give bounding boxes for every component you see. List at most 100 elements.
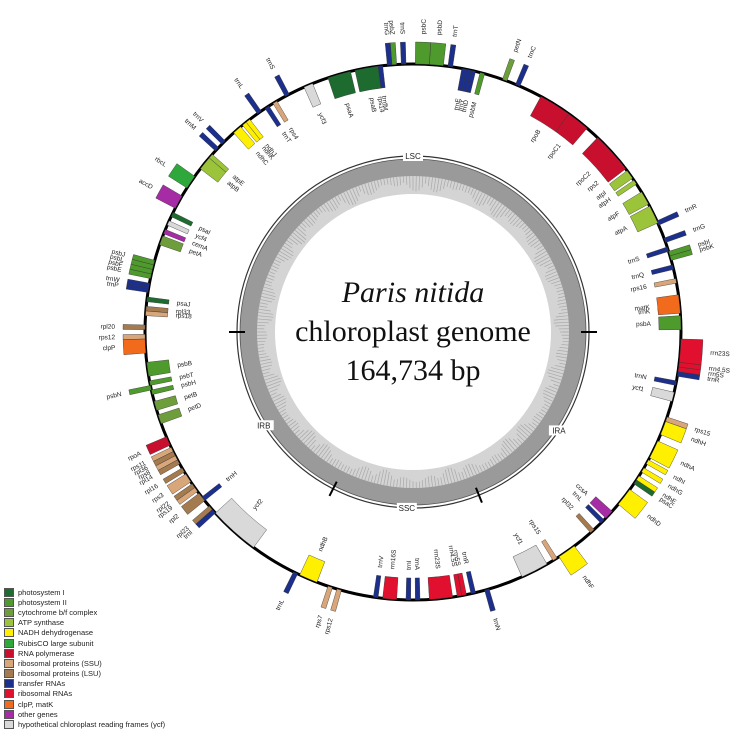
gc-spike [478, 465, 483, 472]
gene-block-petN [502, 58, 515, 82]
gc-spike [290, 234, 303, 245]
gc-spike [261, 368, 271, 372]
region-label-bg [253, 420, 274, 431]
gene-label-rps14: rps14 [376, 96, 385, 113]
legend-swatch [4, 658, 14, 668]
gene-label-rps15: rps15 [527, 518, 542, 536]
gene-block-trnR [656, 211, 680, 226]
legend-label: RNA polymerase [18, 648, 75, 658]
legend-label: photosystem I [18, 587, 65, 597]
gene-label-trnW: trnW [105, 275, 121, 284]
gene-label-petN: petN [512, 38, 523, 54]
gene-block-trnV [205, 124, 226, 145]
gene-block-rpl14 [157, 459, 181, 476]
gc-spike [475, 464, 480, 474]
gc-spike [301, 430, 313, 442]
gene-block-rps12 [122, 334, 146, 340]
gc-spike [294, 229, 307, 240]
gc-spike [276, 401, 287, 408]
gc-spike [544, 400, 552, 405]
gc-spike [489, 200, 497, 211]
gc-spike [331, 458, 337, 466]
gene-label-psaJ: psaJ [176, 300, 190, 309]
gc-spike [555, 315, 569, 318]
gc-spike [430, 177, 433, 190]
legend-swatch [4, 699, 14, 709]
region-boundaries [229, 331, 597, 503]
gc-spike [482, 195, 489, 206]
gc-spike [458, 183, 462, 191]
gene-block-ycf1 [512, 544, 548, 578]
gc-spike [519, 222, 525, 229]
gene-block-ycf3 [303, 83, 322, 108]
legend-item-psii: photosystem II [4, 597, 244, 607]
gc-spike [383, 178, 386, 186]
gc-spike [259, 356, 269, 359]
gc-spike [355, 186, 360, 197]
gc-spike [461, 471, 465, 480]
gc-spike [447, 467, 453, 484]
gc-spike [495, 205, 505, 218]
gene-label-ndhD: ndhD [645, 513, 662, 528]
gene-label-ycf2: ycf2 [252, 498, 265, 512]
gene-block-petB [153, 395, 178, 411]
gene-label-trnR: trnR [707, 376, 721, 385]
gene-label-rps12: rps12 [99, 334, 116, 341]
gene-block-accD [155, 184, 183, 209]
gene-label-trnL: trnL [232, 77, 244, 91]
gc-spike [284, 417, 291, 422]
legend-item-clp: clpP, matK [4, 699, 244, 709]
gc-spike [396, 479, 398, 488]
gc-spike [274, 259, 281, 264]
gc-spike [543, 396, 553, 402]
gc-spike [471, 463, 477, 475]
gc-spike [303, 432, 315, 444]
gene-block-psbE [128, 268, 152, 279]
gc-spike [386, 178, 389, 185]
gc-spike [544, 403, 550, 408]
gene-track [122, 41, 704, 612]
gene-block-trnS [646, 246, 669, 259]
legend-swatch [4, 587, 14, 597]
gene-label-ycf1: ycf1 [512, 532, 524, 546]
legend-item-rpo: RNA polymerase [4, 648, 244, 658]
legend-label: RubisCO large subunit [18, 638, 94, 648]
gene-block-rpoB [530, 96, 569, 133]
gc-spike [305, 435, 316, 446]
gc-spike [340, 464, 344, 471]
gene-label-trnC: trnC [527, 45, 538, 59]
gene-label-rps7: rps7 [314, 614, 325, 629]
gc-spike [424, 478, 427, 488]
gc-spike [490, 201, 500, 215]
gene-label-rrn5S: rrn5S [708, 371, 725, 380]
gc-spike [276, 256, 285, 262]
gc-spike [545, 268, 556, 274]
gene-block-trnQ [650, 264, 674, 275]
gene-label-ndhH: ndhH [690, 436, 707, 448]
legend-label: other genes [18, 709, 58, 719]
gc-spike [377, 471, 381, 484]
gene-block-rpl20 [122, 324, 146, 330]
gc-spike [337, 461, 342, 469]
gene-label-rrn5S: rrn5S [451, 549, 461, 567]
gc-spike [530, 240, 540, 247]
gc-spike [367, 470, 372, 482]
gc-spike [532, 422, 538, 427]
gc-spike [281, 412, 287, 416]
gc-spike [508, 438, 518, 449]
gc-spike [389, 177, 392, 186]
gc-spike [282, 245, 294, 253]
gc-spike [524, 227, 530, 232]
legend-swatch [4, 720, 14, 730]
gc-spike [334, 196, 340, 206]
gc-spike [430, 475, 433, 487]
gene-label-trnV: trnV [377, 555, 386, 568]
gc-spike [260, 299, 273, 303]
gene-block-petA [159, 235, 184, 253]
gc-spike [269, 388, 278, 393]
gc-spike [468, 463, 474, 476]
gene-block-psaI [170, 212, 194, 227]
legend-label: NADH dehydrogenase [18, 628, 94, 638]
gene-label-petB: petB [183, 391, 198, 401]
gene-label-trnL: trnL [275, 598, 286, 611]
